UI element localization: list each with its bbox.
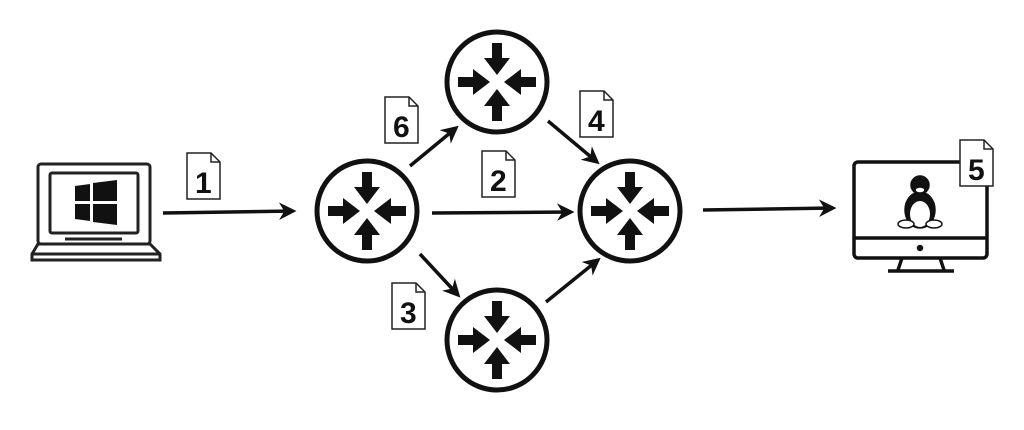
packet-6: 6 [384, 96, 419, 144]
router-1-icon [317, 161, 417, 261]
arrow-router1-to-router2 [408, 125, 459, 168]
arrow-laptop-to-router1 [162, 202, 297, 220]
packet-4-label: 4 [588, 105, 605, 138]
windows-logo-icon [75, 180, 117, 225]
arrow-router2-to-router3 [546, 119, 600, 165]
packet-6-label: 6 [393, 111, 410, 144]
router-2-icon [447, 32, 547, 132]
arrow-router4-to-router3 [544, 257, 601, 304]
linux-tux-icon [897, 175, 943, 229]
packet-5: 5 [959, 139, 994, 187]
packet-2: 2 [481, 150, 516, 198]
router-3-icon [580, 161, 680, 261]
desktop-monitor-icon [852, 160, 989, 273]
arrow-router1-to-router3 [431, 203, 575, 221]
packet-1-label: 1 [195, 167, 212, 200]
packet-5-label: 5 [968, 154, 985, 187]
packet-2-label: 2 [490, 165, 507, 198]
arrow-router3-to-server [702, 199, 837, 217]
laptop-icon [30, 162, 162, 262]
packet-4: 4 [579, 90, 614, 138]
router-4-icon [447, 290, 547, 390]
packet-1: 1 [186, 152, 221, 200]
arrow-router1-to-router4 [418, 252, 461, 298]
packet-3-label: 3 [400, 297, 417, 330]
packet-3: 3 [391, 282, 426, 330]
